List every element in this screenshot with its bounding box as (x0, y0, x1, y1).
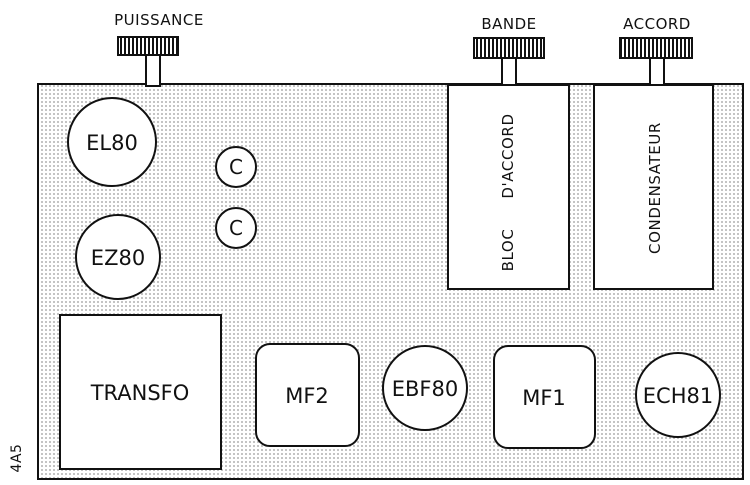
tube-ez80-label: EZ80 (91, 246, 145, 270)
mf2-label: MF2 (285, 384, 329, 408)
bande-label: BANDE (481, 15, 536, 33)
accord-knob (619, 37, 693, 86)
figure-reference-label: 4A5 (9, 444, 25, 473)
tube-el80-label: EL80 (86, 131, 138, 155)
capacitor-c-lower (215, 207, 257, 249)
transfo-label: TRANSFO (90, 381, 190, 405)
bande-knob (473, 37, 545, 86)
capacitor-c-lower-label: C (229, 216, 243, 240)
tube-ebf80 (382, 345, 468, 431)
mf1-label: MF1 (522, 386, 566, 410)
mf1-box (493, 345, 596, 449)
bloc-accord-label-line1: BLOC (499, 229, 517, 272)
capacitor-c-upper-label: C (229, 155, 243, 179)
puissance-knob (117, 36, 179, 87)
capacitor-c-upper (215, 146, 257, 188)
condensateur-label: CONDENSATEUR (646, 122, 664, 254)
tube-ez80 (75, 214, 161, 300)
bloc-accord-box (447, 84, 570, 290)
mf2-box (255, 343, 360, 447)
accord-label: ACCORD (623, 15, 691, 33)
tube-el80 (67, 97, 157, 187)
tube-ech81 (635, 352, 721, 438)
transfo-box (59, 314, 222, 470)
tube-ebf80-label: EBF80 (392, 377, 458, 401)
condensateur-box (593, 84, 714, 290)
puissance-label: PUISSANCE (114, 11, 204, 29)
tube-ech81-label: ECH81 (643, 384, 713, 408)
bloc-accord-label-line2: D'ACCORD (499, 113, 517, 198)
